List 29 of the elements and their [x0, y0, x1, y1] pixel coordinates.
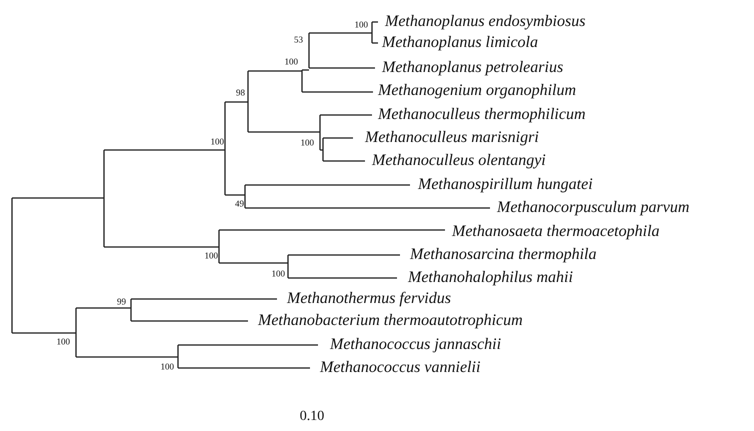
bootstrap-value: 100: [354, 20, 368, 30]
taxon-name: Methanogenium organophilum: [378, 83, 576, 99]
taxon-name: Methanoplanus limicola: [382, 35, 538, 51]
taxon-name: Methanosarcina thermophila: [410, 247, 596, 263]
bootstrap-value: 98: [236, 88, 245, 98]
taxon-name: Methanothermus fervidus: [287, 291, 451, 307]
bootstrap-value: 100: [210, 138, 224, 146]
taxon-name: Methanococcus vannielii: [320, 360, 480, 376]
taxon-name: Methanococcus jannaschii: [330, 337, 502, 353]
taxon-name: Methanocorpusculum parvum: [497, 200, 690, 216]
bootstrap-value: 100: [56, 338, 70, 346]
bootstrap-value: 53: [294, 36, 303, 44]
taxon-name: Methanoplanus petrolearius: [382, 60, 564, 76]
bootstrap-value: 100: [272, 270, 285, 278]
bootstrap-value: 49: [235, 200, 244, 208]
scale-value: 0.10: [300, 410, 324, 424]
bootstrap-value: 100: [284, 58, 298, 66]
taxon-name: Methanoculleus marisnigri: [365, 130, 539, 146]
taxon-name: Methanoculleus olentangyi: [372, 153, 546, 169]
taxon-name: Methanoculleus thermophilicum: [378, 107, 586, 123]
taxon-name: Methanoplanus endosymbiosus: [385, 14, 586, 30]
taxon-name: Methanospirillum hungatei: [418, 177, 593, 193]
bootstrap-value: 100: [160, 362, 174, 372]
taxon-name: Methanosaeta thermoacetophila: [452, 224, 660, 240]
bootstrap-value: 100: [204, 252, 218, 260]
bootstrap-value: 99: [117, 298, 126, 306]
taxon-name: Methanobacterium thermoautotrophicum: [258, 313, 523, 329]
taxon-name: Methanohalophilus mahii: [408, 270, 573, 286]
bootstrap-value: 100: [300, 138, 314, 148]
